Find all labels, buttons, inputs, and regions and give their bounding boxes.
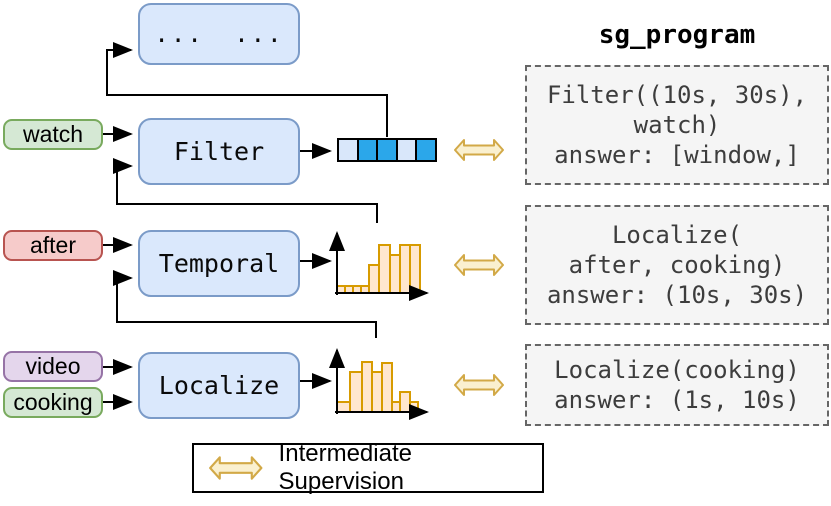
legend-label: Intermediate Supervision [278, 440, 412, 495]
module-label: Filter [173, 137, 265, 166]
module-box-temporal: Temporal [138, 230, 300, 297]
program-code-line: Localize(cooking) [554, 356, 800, 384]
module-box-dots: ... ... [138, 3, 300, 65]
filter-output-cell [356, 140, 377, 160]
localize-output-histogram [336, 361, 419, 413]
histogram-bar [336, 401, 351, 413]
input-tag-label: video [25, 353, 81, 379]
program-code-line: watch) [633, 111, 721, 139]
histogram-bar [399, 244, 411, 294]
program-panel-title: sg_program [598, 20, 756, 50]
legend-box: Intermediate Supervision [192, 440, 544, 495]
histogram-bar [378, 244, 391, 294]
histogram-bar [344, 285, 354, 294]
temporal-output-histogram [336, 244, 421, 294]
input-tag-after: after [3, 230, 103, 261]
program-code-line: answer: [window,] [554, 141, 800, 169]
histogram-bar [360, 285, 370, 294]
histogram-bar [352, 285, 362, 294]
input-tag-watch: watch [3, 119, 103, 150]
input-tag-label: after [29, 232, 77, 258]
module-label: Temporal [158, 249, 280, 278]
histogram-bar [336, 285, 346, 294]
program-code-line: after, cooking) [568, 251, 786, 279]
program-box-temporal: Localize( after, cooking) answer: (10s, … [525, 205, 829, 325]
supervision-arrow-icon [453, 134, 505, 166]
filter-output-cell [395, 140, 416, 160]
input-tag-label: watch [22, 121, 84, 147]
module-box-filter: Filter [138, 118, 300, 185]
supervision-arrow-icon [453, 369, 505, 401]
histogram-bar [368, 264, 380, 294]
program-code-line: Localize( [611, 221, 743, 249]
module-label: Localize [158, 371, 280, 400]
filter-output-cell [376, 140, 396, 160]
histogram-bar [409, 244, 421, 294]
filter-output-cell [339, 140, 357, 160]
histogram-bar [361, 361, 373, 413]
filter-output-cell [415, 140, 435, 160]
input-tag-video: video [3, 351, 103, 382]
histogram-bar [349, 371, 363, 413]
supervision-arrow-icon [453, 249, 505, 281]
program-box-localize: Localize(cooking) answer: (1s, 10s) [525, 344, 829, 426]
module-label: ... ... [154, 20, 284, 48]
histogram-bar [399, 391, 411, 413]
filter-output-bar [337, 138, 437, 162]
program-box-filter: Filter((10s, 30s), watch) answer: [windo… [525, 65, 829, 185]
module-box-localize: Localize [138, 352, 300, 419]
input-tag-label: cooking [13, 389, 93, 415]
program-code-line: Filter((10s, 30s), [546, 81, 808, 109]
input-tag-cooking: cooking [3, 387, 103, 418]
supervision-arrow-icon [206, 452, 266, 484]
histogram-bar [381, 362, 393, 413]
program-code-line: answer: (10s, 30s) [546, 281, 808, 309]
histogram-bar [409, 401, 419, 413]
histogram-bar [389, 254, 401, 294]
program-code-line: answer: (1s, 10s) [554, 386, 800, 414]
histogram-bar [371, 371, 383, 413]
histogram-bar [391, 401, 401, 413]
